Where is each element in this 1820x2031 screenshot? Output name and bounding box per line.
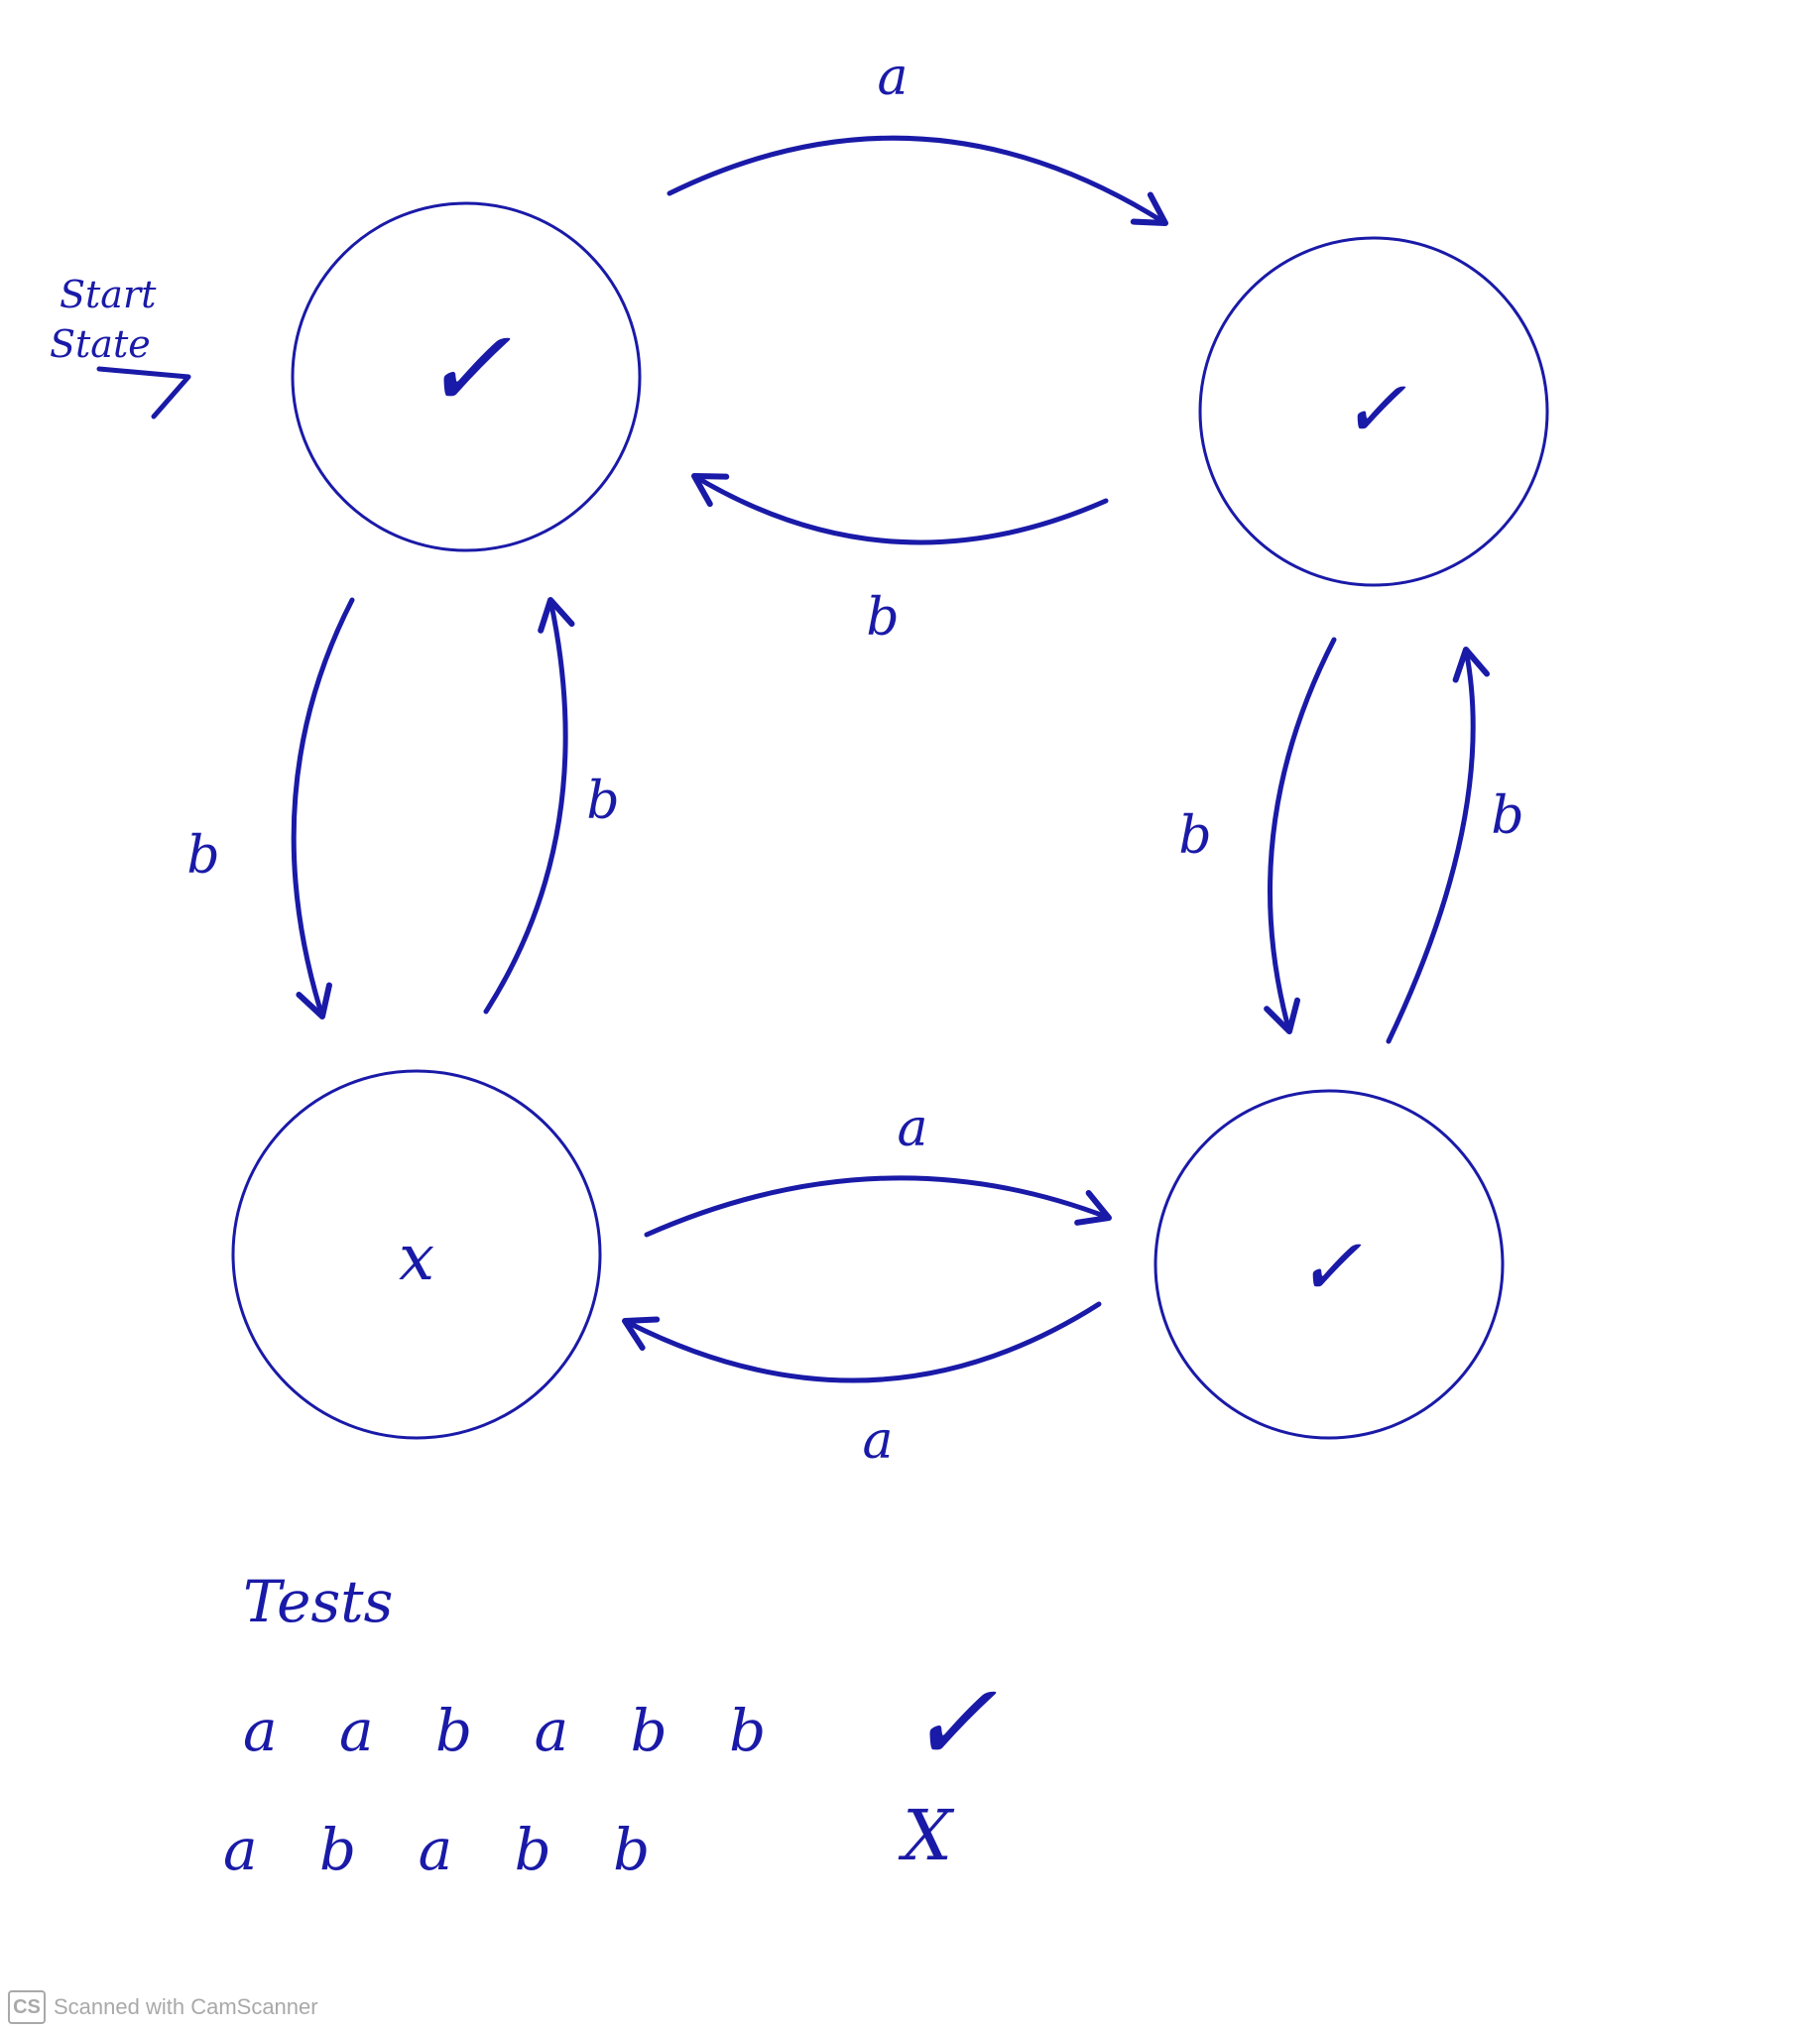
tests-heading: Tests: [243, 1568, 393, 1635]
transition-top-right-to-bottom-right: b: [1178, 637, 1337, 1034]
camscanner-watermark: CS Scanned with CamScanner: [8, 1987, 318, 2027]
state-circle: [1153, 1089, 1505, 1440]
transition-arrow: [483, 597, 575, 1015]
transition-label: b: [1491, 786, 1523, 846]
watermark-text: Scanned with CamScanner: [54, 1994, 318, 2019]
state-top-left: ✓: [291, 201, 642, 552]
transition-bottom-right-to-top-right: b: [1386, 647, 1524, 1044]
tests-section: Tests a a b a b b ✓ a b a b b X: [223, 1568, 998, 1883]
start-arrow: [96, 366, 191, 419]
camscanner-logo-icon: CS: [8, 1990, 46, 2024]
transition-label: a: [897, 1099, 927, 1158]
transition-top-left-to-top-right: a: [667, 48, 1168, 226]
transition-top-left-to-bottom-left: b: [186, 597, 355, 1019]
state-top-right: ✓: [1198, 236, 1549, 587]
transition-label: b: [586, 772, 619, 831]
start-label-line1: Start: [60, 273, 157, 316]
transition-label: b: [866, 588, 899, 648]
accept-check-icon: ✓: [1340, 363, 1406, 455]
state-bottom-left: x: [231, 1069, 602, 1440]
accept-check-icon: ✓: [1295, 1221, 1362, 1313]
transition-arrow: [1264, 637, 1337, 1034]
transition-arrow: [691, 473, 1109, 545]
transition-top-right-to-top-left: b: [691, 473, 1109, 648]
transition-arrow: [1386, 647, 1491, 1044]
transition-label: b: [186, 826, 219, 886]
test-fail-x-icon: X: [898, 1795, 955, 1876]
test-string-2: a b a b b: [223, 1816, 671, 1883]
transition-arrow: [291, 597, 355, 1019]
test-string-1: a a b a b b: [243, 1697, 788, 1764]
transition-label: a: [877, 48, 908, 107]
transition-bottom-left-to-bottom-right: a: [644, 1099, 1112, 1238]
transition-label: b: [1178, 806, 1211, 866]
state-circle: [231, 1069, 602, 1440]
transition-label: a: [862, 1411, 893, 1471]
start-label-line2: State: [50, 322, 151, 366]
state-circle: [1198, 236, 1549, 587]
accept-check-icon: ✓: [421, 305, 512, 432]
transition-arrow: [667, 135, 1168, 226]
test-pass-check-icon: ✓: [907, 1659, 998, 1786]
transition-arrow: [644, 1175, 1112, 1238]
transition-arrow: [622, 1301, 1102, 1383]
transition-bottom-right-to-bottom-left: a: [622, 1301, 1102, 1471]
reject-x-icon: x: [399, 1222, 434, 1295]
state-circle: [291, 201, 642, 552]
state-bottom-right: ✓: [1153, 1089, 1505, 1440]
transition-bottom-left-to-top-left: b: [483, 597, 620, 1015]
